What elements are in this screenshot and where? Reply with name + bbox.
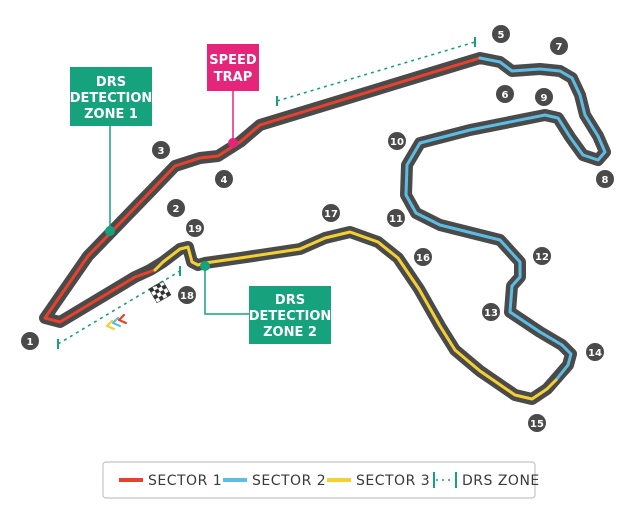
corner-marker-18: 18 [178,286,196,304]
drs-detection-zone-1-callout: DRS DETECTION ZONE 1 [70,67,153,236]
corner-marker-17: 17 [322,204,340,222]
corner-marker-15: 15 [528,414,546,432]
corner-label-7: 7 [556,42,563,53]
corner-marker-9: 9 [535,88,553,106]
corner-label-13: 13 [484,308,498,319]
corner-marker-10: 10 [388,132,406,150]
drs-detection-zone-2-line-1: DRS [275,293,305,308]
corner-marker-7: 7 [550,37,568,55]
corner-label-18: 18 [180,291,194,302]
drs-detection-zone-1-line-3: ZONE 1 [84,107,138,122]
corner-label-11: 11 [389,214,403,225]
corner-label-9: 9 [541,93,548,104]
corner-label-15: 15 [530,419,544,430]
drs-zone-2 [57,266,181,349]
drs-zones [57,37,476,349]
legend-label-sector-3: SECTOR 3 [356,473,430,489]
sector-3-line [153,230,558,401]
legend-item-sector-3: SECTOR 3 [327,473,430,489]
corner-label-6: 6 [502,90,509,101]
corner-label-16: 16 [416,253,430,264]
corner-marker-2: 2 [167,199,185,217]
corner-label-3: 3 [158,146,165,157]
drs-detection-zone-2-line-3: ZONE 2 [263,325,317,340]
drs-zone-2-line [57,270,181,345]
corner-marker-11: 11 [387,209,405,227]
corner-label-17: 17 [324,209,338,220]
legend-box [102,461,536,499]
start-finish-flag-icon [148,280,172,304]
corner-label-5: 5 [498,30,505,41]
corner-label-19: 19 [188,224,202,235]
corner-label-12: 12 [535,252,549,263]
corner-marker-19: 19 [186,219,204,237]
corner-marker-5: 5 [492,25,510,43]
corner-marker-1: 1 [21,332,39,350]
sector-1-line [43,56,482,324]
legend-item-sector-1: SECTOR 1 [119,473,222,489]
corner-marker-13: 13 [482,303,500,321]
corner-label-2: 2 [173,204,180,215]
corner-marker-14: 14 [586,343,604,361]
legend-item-drs-zone: DRS ZONE [433,472,540,489]
corner-marker-6: 6 [496,85,514,103]
corner-label-8: 8 [602,175,609,186]
corner-label-14: 14 [588,348,602,359]
corner-label-1: 1 [27,337,34,348]
speed-trap-line-2: TRAP [214,70,252,85]
drs-detection-zone-2-line-2: DETECTION [249,309,332,324]
legend-label-drs-zone: DRS ZONE [462,473,540,489]
corner-label-10: 10 [390,137,404,148]
legend-label-sector-2: SECTOR 2 [252,473,326,489]
corner-marker-4: 4 [215,170,233,188]
sector-2-line [404,56,607,382]
speed-trap-callout: SPEED TRAP [207,44,259,148]
corner-marker-12: 12 [533,247,551,265]
legend-item-sector-2: SECTOR 2 [223,473,326,489]
speed-trap-line-1: SPEED [209,53,257,68]
legend-label-sector-1: SECTOR 1 [148,473,222,489]
drs-detection-zone-1-line-1: DRS [96,75,126,90]
direction-chevrons-icon [105,313,128,331]
legend: SECTOR 1 SECTOR 2 SECTOR 3 DRS ZONE [102,461,540,499]
corner-label-4: 4 [221,175,228,186]
drs-detection-zone-2-callout: DRS DETECTION ZONE 2 [200,261,331,344]
drs-zone-1 [276,37,476,106]
corner-marker-16: 16 [414,248,432,266]
corner-marker-3: 3 [152,141,170,159]
drs-detection-zone-1-line-2: DETECTION [70,91,153,106]
corner-marker-8: 8 [596,170,614,188]
corner-markers: 1 2 3 4 5 6 7 8 9 10 11 12 13 14 15 16 1… [21,25,614,432]
